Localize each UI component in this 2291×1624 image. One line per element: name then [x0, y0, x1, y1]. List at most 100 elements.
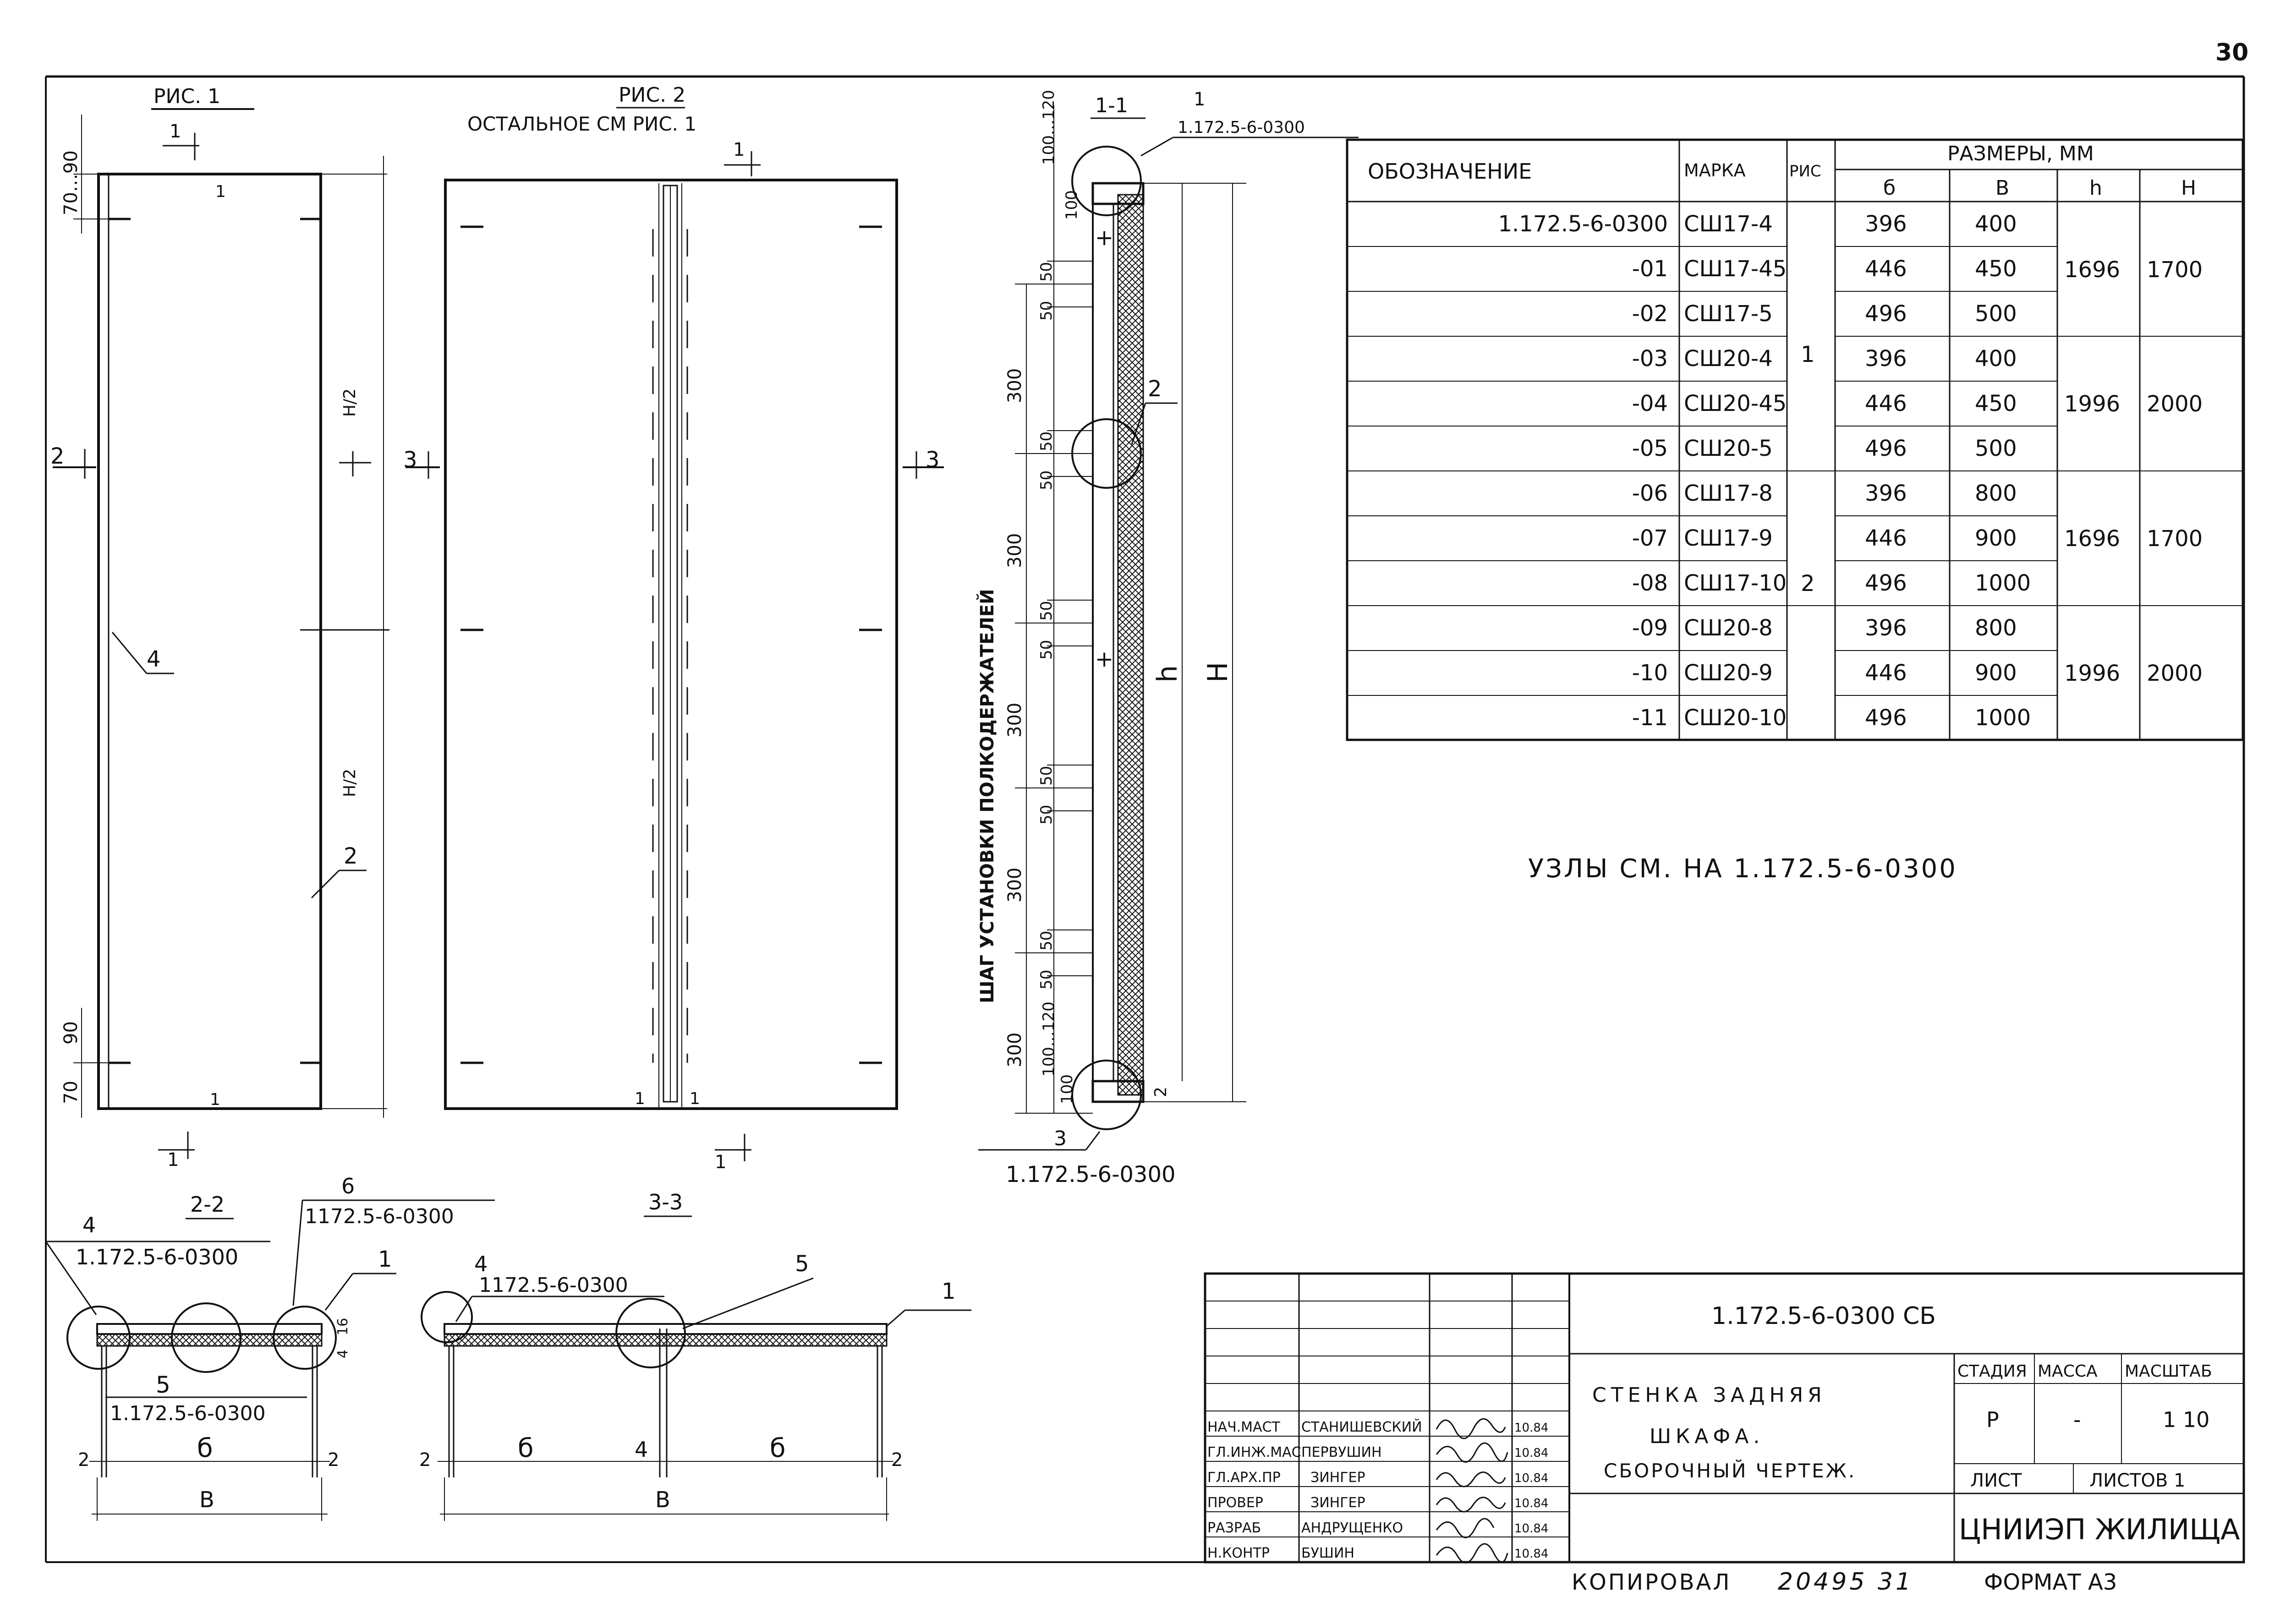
row-7-B: 800	[1975, 481, 2017, 506]
section-2-2-dim-b: б	[197, 1433, 213, 1463]
h-group-1: 1696	[2064, 257, 2120, 283]
section-3-3-dim-b-right: б	[770, 1433, 786, 1463]
role-2: ГЛ.ИНЖ.МАС	[1207, 1444, 1301, 1460]
row-6-designation: -05	[1632, 436, 1668, 461]
fig1-leader-4: 4	[147, 646, 161, 672]
page-number: 30	[2215, 39, 2248, 66]
small-dim-6: 50	[1037, 640, 1056, 660]
section-1-1: 1-1 1 1.172.5-6-0300 + +	[976, 89, 1359, 1187]
fig-group-1: 1	[1801, 342, 1815, 367]
plus-mark-top: +	[1095, 225, 1113, 251]
organization: ЦНИИЭП ЖИЛИЩА	[1959, 1513, 2240, 1546]
fig2-section-side-right: 3	[926, 447, 940, 473]
table-header-designation: ОБОЗНАЧЕНИЕ	[1368, 159, 1532, 184]
fig1-dim-half-1: H/2	[340, 388, 359, 417]
row-8-mark: СШ17-9	[1684, 525, 1773, 551]
fig1-dim-top: 70…90	[60, 150, 82, 215]
dim-bottom-range: 100…120	[1040, 1001, 1058, 1077]
section-1-1-ref-top-code: 1.172.5-6-0300	[1178, 118, 1305, 137]
name-6: БУШИН	[1301, 1545, 1354, 1561]
date-1: 10.84	[1514, 1421, 1548, 1435]
section-3-3-ref-1-num: 1	[942, 1279, 956, 1304]
row-11-designation: -10	[1632, 660, 1668, 686]
fig1-mark-bottom: 1	[210, 1090, 220, 1109]
role-4: ПРОВЕР	[1207, 1495, 1263, 1511]
title-line-1: СТЕНКА ЗАДНЯЯ	[1592, 1383, 1826, 1407]
mass-value: -	[2073, 1407, 2081, 1432]
fig2-mark-bottom-2: 1	[690, 1089, 700, 1108]
footer-copied: КОПИРОВАЛ	[1572, 1569, 1731, 1595]
H-group-2: 2000	[2147, 391, 2203, 417]
H-group-4: 2000	[2147, 661, 2203, 686]
row-10-mark: СШ20-8	[1684, 615, 1773, 641]
signatures	[1436, 1418, 1508, 1564]
section-2-2-dim-side-1: 16	[335, 1318, 351, 1335]
section-2-2-title: 2-2	[190, 1192, 225, 1217]
row-9-designation: -08	[1632, 570, 1668, 596]
step-dim-3: 300	[1004, 703, 1025, 738]
section-2-2-dim-2-right: 2	[328, 1449, 339, 1471]
small-dim-9: 50	[1037, 931, 1056, 951]
step-dim-2: 300	[1004, 533, 1025, 568]
row-6-b: 496	[1865, 436, 1907, 461]
spec-table: ОБОЗНАЧЕНИЕ МАРКА РИС РАЗМЕРЫ, ММ б В h …	[1346, 138, 2244, 741]
row-10-b: 396	[1865, 615, 1907, 641]
row-7-mark: СШ17-8	[1684, 481, 1773, 506]
row-3-designation: -02	[1632, 301, 1668, 327]
row-1-b: 396	[1865, 211, 1907, 237]
H-group-1: 1700	[2147, 257, 2203, 283]
section-2-2-ref-4-code: 1.172.5-6-0300	[76, 1245, 238, 1269]
title-line-3: СБОРОЧНЫЙ ЧЕРТЕЖ.	[1604, 1459, 1856, 1482]
dim-H: H	[1202, 662, 1234, 683]
step-dim-5: 300	[1004, 1033, 1025, 1067]
date-2: 10.84	[1514, 1446, 1548, 1460]
row-9-mark: СШ17-10	[1684, 570, 1787, 596]
scale-value: 1 10	[2163, 1407, 2209, 1432]
row-5-mark: СШ20-45	[1684, 391, 1787, 416]
row-12-B: 1000	[1975, 705, 2031, 731]
dim-h: h	[1151, 665, 1184, 683]
title-line-2: ШКАФА.	[1650, 1425, 1764, 1448]
table-sub-H: H	[2181, 176, 2196, 200]
row-8-B: 900	[1975, 525, 2017, 551]
role-3: ГЛ.АРХ.ПР	[1207, 1470, 1281, 1486]
dim-bottom-100: 100	[1058, 1074, 1076, 1104]
small-dim-8: 50	[1037, 805, 1056, 825]
role-1: НАЧ.МАСТ	[1207, 1419, 1281, 1435]
section-2-2-ref-6-num: 6	[341, 1174, 355, 1198]
row-12-mark: СШ20-10	[1684, 705, 1787, 731]
row-5-designation: -04	[1632, 391, 1668, 416]
h-group-4: 1996	[2064, 661, 2120, 686]
role-6: Н.КОНТР	[1207, 1545, 1270, 1561]
row-4-mark: СШ20-4	[1684, 346, 1773, 372]
small-dim-1: 50	[1037, 262, 1056, 282]
name-3: ЗИНГЕР	[1310, 1470, 1365, 1486]
fig1-section-side: 2	[50, 443, 65, 469]
row-9-B: 1000	[1975, 570, 2031, 596]
section-3-3-dim-2-left: 2	[419, 1449, 431, 1471]
table-header-fig: РИС	[1789, 162, 1821, 180]
step-label: ШАГ УСТАНОВКИ ПОЛКОДЕРЖАТЕЛЕЙ	[976, 589, 998, 1003]
row-11-mark: СШ20-9	[1684, 660, 1773, 686]
dim-bottom-2: 2	[1151, 1087, 1170, 1097]
table-header-sizes: РАЗМЕРЫ, ММ	[1947, 142, 2094, 165]
fig2-section-side-left: 3	[403, 447, 417, 473]
section-2-2-dim-side-2: 4	[335, 1350, 351, 1358]
row-3-B: 500	[1975, 301, 2017, 327]
fig-group-2: 2	[1801, 571, 1815, 596]
dim-top-range: 100…120	[1040, 90, 1058, 165]
fig1-section-top: 1	[170, 121, 181, 142]
row-12-b: 496	[1865, 705, 1907, 731]
figure-1: РИС. 1 1 1 1 70…90 90 70 2 H/2 H	[50, 85, 389, 1170]
section-2-2-ref-1-num: 1	[378, 1247, 392, 1272]
name-5: АНДРУЩЕНКО	[1301, 1520, 1403, 1536]
role-5: РАЗРАБ	[1207, 1520, 1261, 1536]
section-3-3-ref-5-num: 5	[795, 1251, 809, 1277]
section-2-2-dim-2-left: 2	[78, 1449, 89, 1471]
dim-top-100: 100	[1063, 190, 1081, 220]
table-sub-B: В	[1995, 176, 2009, 200]
row-1-mark: СШ17-4	[1684, 211, 1773, 237]
footer-format: ФОРМАТ А3	[1984, 1569, 2117, 1595]
